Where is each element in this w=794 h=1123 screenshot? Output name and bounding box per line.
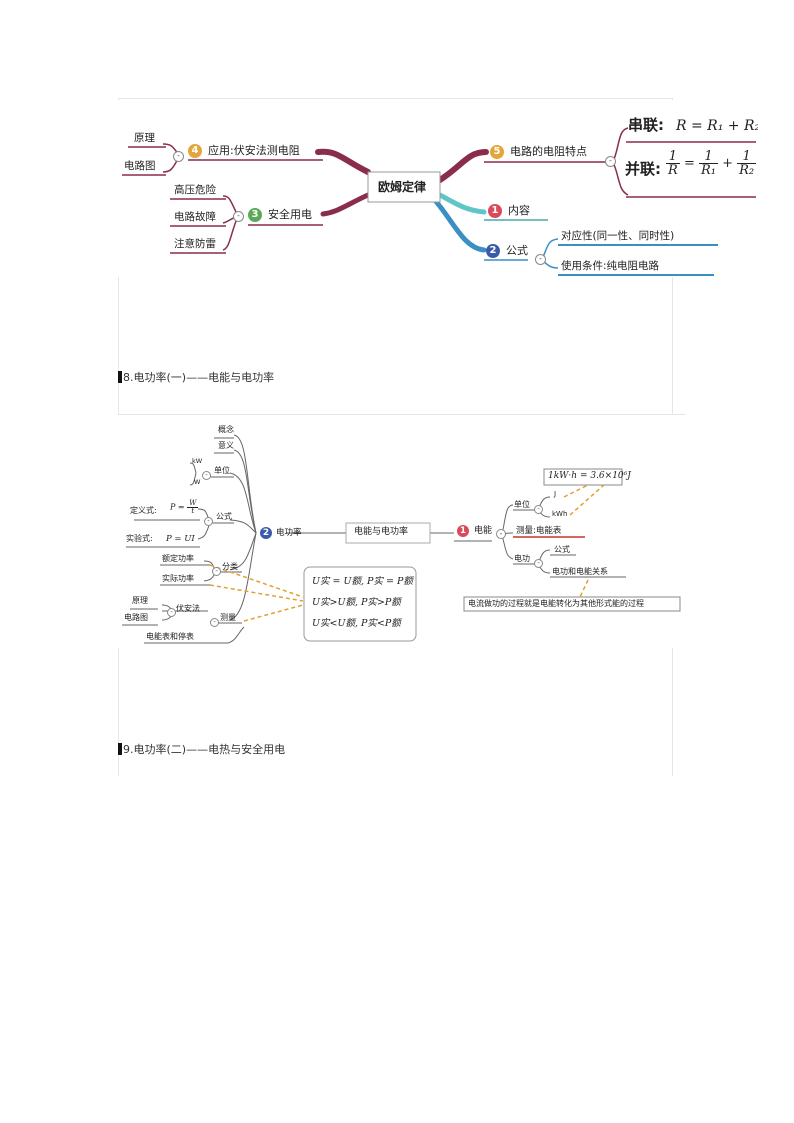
- energy-unit-conversion: 1kW·h = 3.6×10⁶J: [548, 471, 631, 481]
- node4-collapse-icon[interactable]: -: [173, 151, 184, 162]
- power-unit-w: W: [194, 478, 201, 486]
- power-concept: 概念: [218, 425, 234, 434]
- heading-text: 电功率(二)——电热与安全用电: [133, 743, 286, 756]
- node5-collapse-icon[interactable]: -: [605, 156, 616, 167]
- node3-child-fault: 电路故障: [174, 211, 216, 223]
- node5-label[interactable]: 电路的电阻特点: [510, 145, 587, 158]
- series-label: 串联:: [628, 116, 664, 134]
- energy-work-relation: 电功和电能关系: [552, 567, 608, 576]
- energy-unit-kwh: kWh: [552, 510, 568, 518]
- power-actual: 实际功率: [162, 574, 194, 583]
- power-center-node[interactable]: 电能与电功率: [354, 527, 409, 537]
- power-va-circuit: 电路图: [124, 613, 148, 622]
- frame-top-line: [118, 98, 673, 99]
- energy-label[interactable]: 电能: [474, 526, 493, 536]
- power-badge: 2: [260, 527, 272, 539]
- power-experiment-label: 实验式:: [126, 534, 153, 543]
- node4-child-circuit: 电路图: [124, 160, 156, 172]
- node3-label[interactable]: 安全用电: [268, 208, 312, 221]
- power-classify-collapse-icon[interactable]: -: [212, 567, 221, 576]
- node3-child-high-voltage: 高压危险: [174, 184, 216, 196]
- parallel-label: 并联:: [625, 160, 661, 178]
- power-classify: 分类: [222, 562, 238, 571]
- node2-collapse-icon[interactable]: -: [535, 254, 546, 265]
- heading-number: 9.: [123, 743, 134, 756]
- node4-badge: 4: [188, 144, 202, 158]
- energy-measure-meter: 测量:电能表: [516, 526, 562, 536]
- power-comparison-line-3: U实<U额, P实<P额: [312, 618, 401, 629]
- power-voltammeter-collapse-icon[interactable]: -: [167, 608, 176, 617]
- node2-child-condition: 使用条件:纯电阻电路: [561, 260, 660, 272]
- node4-label[interactable]: 应用:伏安法测电阻: [208, 144, 300, 157]
- power-unit: 单位: [214, 466, 230, 475]
- series-formula: R = R₁ + R₂: [676, 118, 758, 134]
- energy-collapse-icon[interactable]: -: [496, 529, 506, 539]
- power-comparison-line-2: U实>U额, P实>P额: [312, 597, 401, 608]
- energy-unit-j: J: [554, 490, 557, 498]
- power-definition-label: 定义式:: [130, 506, 157, 515]
- power-rated: 额定功率: [162, 554, 194, 563]
- power-measure: 测量: [220, 613, 236, 622]
- power-measure-collapse-icon[interactable]: -: [210, 618, 219, 627]
- power-unit-collapse-icon[interactable]: -: [202, 471, 211, 480]
- section-heading-8: 8.电功率(一)——电能与电功率: [118, 369, 274, 385]
- node1-badge: 1: [488, 204, 502, 218]
- power-formula-collapse-icon[interactable]: -: [204, 517, 213, 526]
- ohm-center-node[interactable]: 欧姆定律: [378, 180, 427, 194]
- energy-work-collapse-icon[interactable]: -: [534, 559, 543, 568]
- heading-bullet: [118, 743, 122, 755]
- mindmap-electric-power: 电能与电功率 1 电能 - 单位 - J kWh 1kW·h = 3.6×10⁶…: [118, 414, 686, 648]
- energy-work-formula: 公式: [554, 545, 570, 554]
- power-voltammeter: 伏安法: [176, 604, 200, 613]
- heading-number: 8.: [123, 371, 134, 384]
- power-experiment-formula: P = UI: [166, 534, 195, 544]
- node1-label[interactable]: 内容: [508, 204, 530, 217]
- node5-badge: 5: [490, 145, 504, 159]
- power-unit-kw: kW: [192, 457, 203, 465]
- section-heading-9: 9.电功率(二)——电热与安全用电: [118, 741, 285, 757]
- power-label[interactable]: 电功率: [276, 528, 302, 538]
- heading-text: 电功率(一)——电能与电功率: [133, 371, 275, 384]
- heading-bullet: [118, 371, 122, 383]
- node3-collapse-icon[interactable]: -: [233, 211, 244, 222]
- power-meter-stopwatch: 电能表和停表: [146, 632, 194, 641]
- node3-child-lightning: 注意防雷: [174, 238, 216, 250]
- power-comparison-line-1: U实 = U额, P实 = P额: [312, 576, 413, 587]
- node3-badge: 3: [248, 208, 262, 222]
- energy-badge: 1: [457, 525, 469, 537]
- power-meaning: 意义: [218, 441, 234, 450]
- node4-child-principle: 原理: [134, 132, 155, 144]
- energy-work-label: 电功: [514, 554, 530, 563]
- energy-unit-collapse-icon[interactable]: -: [534, 505, 543, 514]
- node2-child-correspondence: 对应性(同一性、同时性): [561, 230, 675, 242]
- power-formula: 公式: [216, 512, 232, 521]
- mindmap-electric-power-lines: [122, 434, 681, 644]
- energy-unit-label: 单位: [514, 500, 530, 509]
- node2-badge: 2: [486, 244, 500, 258]
- energy-conversion-note: 电流做功的过程就是电能转化为其他形式能的过程: [468, 599, 644, 608]
- power-va-principle: 原理: [132, 596, 148, 605]
- node2-label[interactable]: 公式: [506, 244, 528, 257]
